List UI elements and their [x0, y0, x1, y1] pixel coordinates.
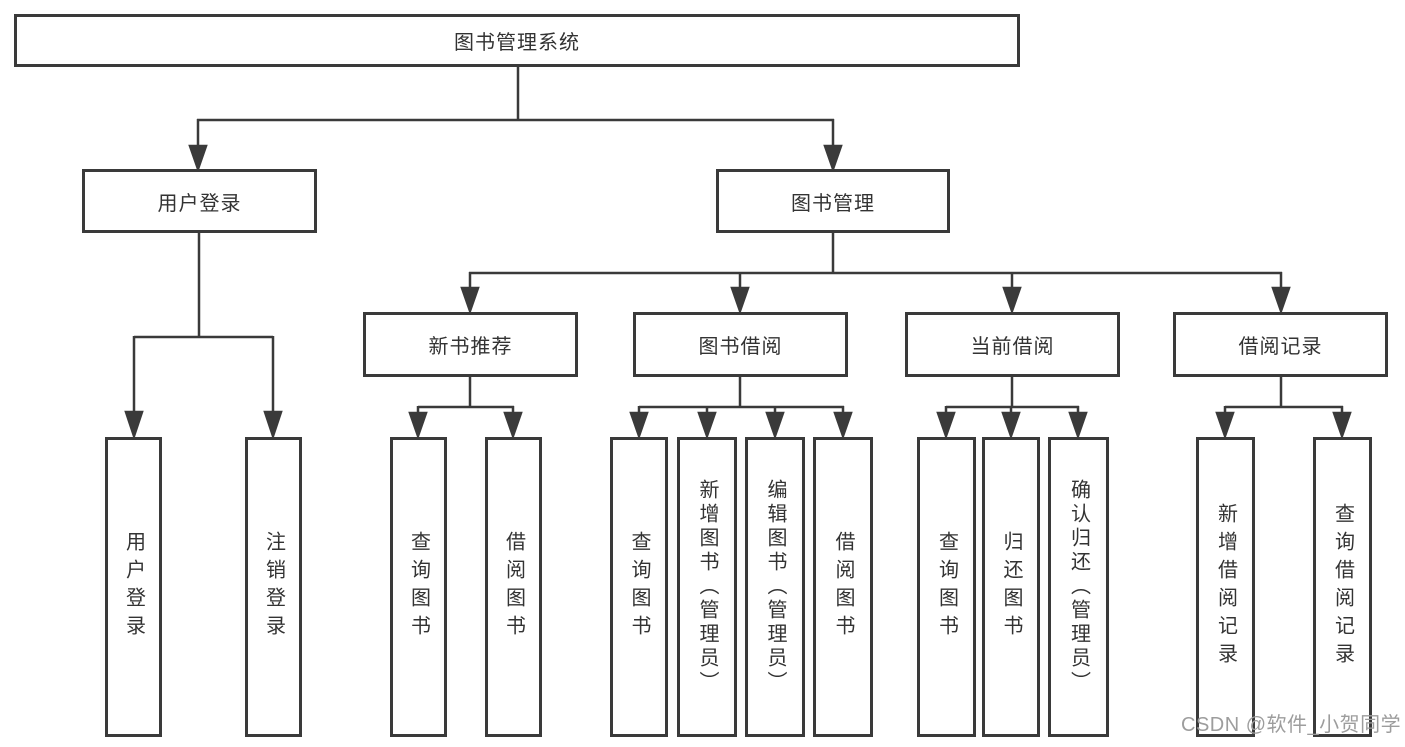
leaf-user-login-label: 用户登录	[122, 531, 145, 643]
leaf-bb-borrow-books: 借阅图书	[813, 437, 873, 737]
connector-new-book-rec-children	[408, 376, 523, 440]
leaf-user-login: 用户登录	[105, 437, 162, 737]
node-book-mgmt: 图书管理	[716, 169, 950, 233]
connector-root-to-level2	[188, 66, 843, 173]
leaf-nbr-borrow-books-label: 借阅图书	[502, 531, 525, 643]
connector-user-login-children	[124, 232, 283, 440]
connector-borrow-records-children	[1215, 376, 1352, 440]
leaf-bb-add-books-admin-label: 新增图书（管理员）	[696, 479, 718, 695]
leaf-cb-query-books-label: 查询图书	[935, 531, 958, 643]
leaf-bb-query-books: 查询图书	[610, 437, 668, 737]
node-current-borrow: 当前借阅	[905, 312, 1120, 377]
leaf-cb-return-books: 归还图书	[982, 437, 1040, 737]
leaf-cb-confirm-return-admin: 确认归还（管理员）	[1048, 437, 1109, 737]
node-book-mgmt-label: 图书管理	[791, 192, 875, 215]
connector-book-mgmt-to-groups	[460, 232, 1291, 315]
node-new-book-rec-label: 新书推荐	[428, 336, 513, 358]
node-root-label: 图书管理系统	[454, 32, 580, 54]
leaf-br-add-record: 新增借阅记录	[1196, 437, 1255, 737]
leaf-logout-label: 注销登录	[262, 531, 285, 643]
leaf-bb-query-books-label: 查询图书	[628, 531, 650, 643]
leaf-bb-borrow-books-label: 借阅图书	[832, 531, 854, 643]
leaf-cb-query-books: 查询图书	[917, 437, 976, 737]
connector-book-borrow-children	[629, 376, 853, 440]
leaf-nbr-borrow-books: 借阅图书	[485, 437, 542, 737]
node-book-borrow: 图书借阅	[633, 312, 848, 377]
leaf-nbr-query-books: 查询图书	[390, 437, 447, 737]
leaf-nbr-query-books-label: 查询图书	[407, 531, 430, 643]
node-borrow-records-label: 借阅记录	[1238, 336, 1323, 358]
leaf-logout: 注销登录	[245, 437, 302, 737]
leaf-bb-add-books-admin: 新增图书（管理员）	[677, 437, 737, 737]
leaf-bb-edit-books-admin-label: 编辑图书（管理员）	[764, 479, 786, 695]
csdn-watermark: CSDN @软件_小贺同学	[1181, 714, 1402, 736]
node-user-login-label: 用户登录	[157, 192, 242, 215]
connector-current-borrow-children	[936, 376, 1088, 440]
leaf-br-query-record: 查询借阅记录	[1313, 437, 1372, 737]
node-root-system: 图书管理系统	[14, 14, 1020, 67]
node-user-login: 用户登录	[82, 169, 317, 233]
leaf-bb-edit-books-admin: 编辑图书（管理员）	[745, 437, 805, 737]
leaf-cb-return-books-label: 归还图书	[1000, 531, 1022, 643]
node-borrow-records: 借阅记录	[1173, 312, 1388, 377]
node-new-book-rec: 新书推荐	[363, 312, 578, 377]
node-current-borrow-label: 当前借阅	[970, 336, 1055, 358]
leaf-br-query-record-label: 查询借阅记录	[1331, 503, 1354, 671]
node-book-borrow-label: 图书借阅	[698, 336, 783, 358]
leaf-br-add-record-label: 新增借阅记录	[1214, 503, 1237, 671]
leaf-cb-confirm-return-admin-label: 确认归还（管理员）	[1067, 479, 1090, 695]
